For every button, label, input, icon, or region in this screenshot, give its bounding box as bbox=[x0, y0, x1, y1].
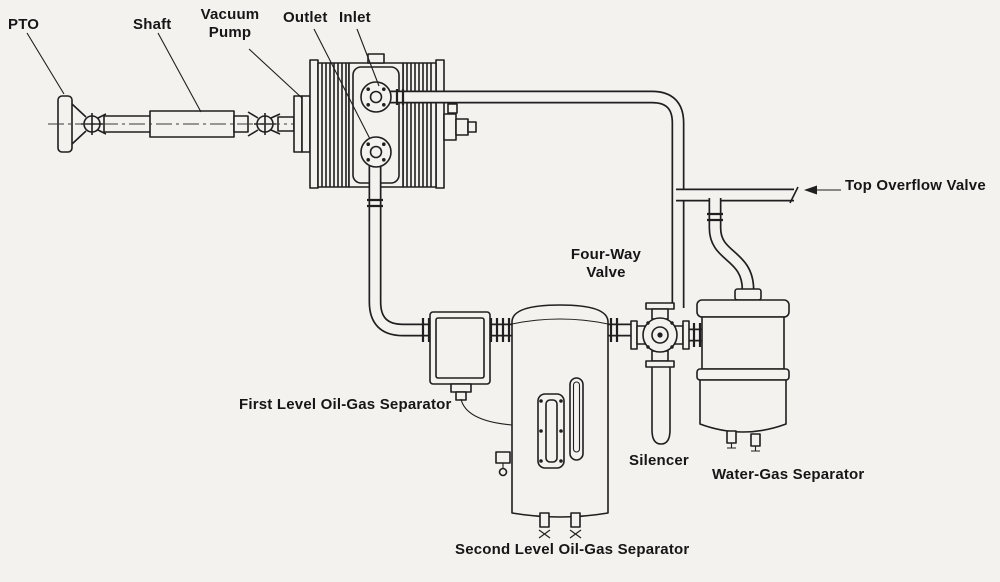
second-level-separator-drawing bbox=[495, 304, 609, 539]
four-way-valve-drawing bbox=[630, 302, 690, 368]
pto-leader bbox=[26, 32, 65, 95]
silencer-drawing bbox=[651, 365, 671, 445]
outlet-leader bbox=[313, 28, 371, 140]
shaft-drawing bbox=[48, 110, 306, 138]
pump-fins-right bbox=[406, 63, 432, 187]
pto-joint-drawing bbox=[57, 95, 107, 153]
first-level-separator-drawing bbox=[429, 311, 491, 401]
level-tube bbox=[569, 377, 584, 461]
pipe-network bbox=[368, 90, 794, 342]
oil-return-line bbox=[460, 398, 513, 426]
vacuum-pump-leader bbox=[248, 48, 303, 99]
vacuum-pump-drawing bbox=[293, 53, 477, 189]
overflow-arrowhead-icon bbox=[804, 185, 817, 195]
drain-valve bbox=[495, 451, 511, 464]
overflow-pipe-open-end bbox=[789, 186, 799, 204]
water-gas-separator-drawing bbox=[696, 288, 790, 452]
inlet-leader bbox=[356, 28, 380, 87]
pump-fins-left bbox=[321, 63, 347, 187]
shaft-leader bbox=[157, 32, 202, 113]
leader-lines bbox=[26, 28, 841, 195]
flange-joints bbox=[367, 89, 723, 347]
pump-ports bbox=[360, 81, 392, 168]
